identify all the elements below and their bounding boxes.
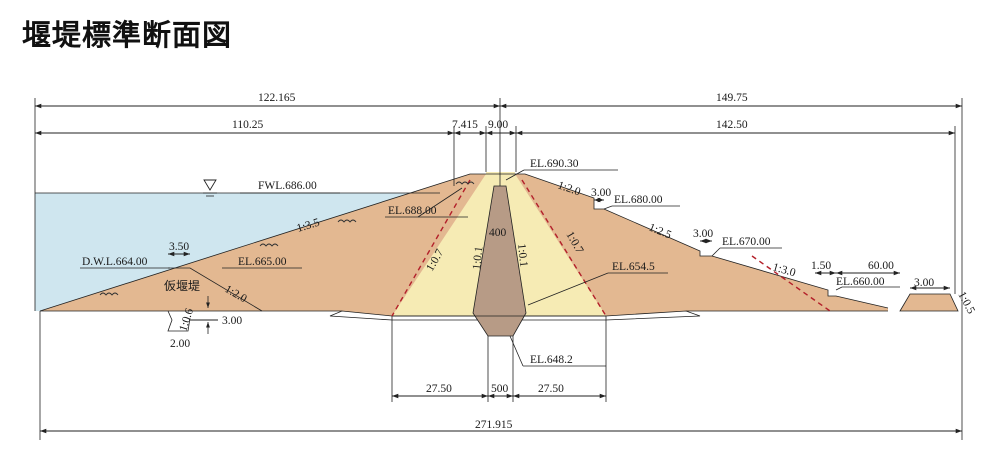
elev-crest: EL.690.30 — [530, 158, 579, 170]
leader-lines — [80, 169, 900, 367]
slope-toe: 1:0.5 — [955, 290, 977, 316]
dim-berm-660: 1.50 — [811, 260, 831, 272]
elev-cofferdam-top: EL.665.00 — [238, 256, 287, 268]
dim-cofferdam-berm: 3.50 — [169, 241, 189, 253]
cofferdam-outline — [168, 267, 263, 312]
dam-core — [473, 186, 526, 336]
dim-total: 271.915 — [475, 419, 513, 431]
page-title: 堰堤標準断面図 — [22, 18, 233, 52]
shell-boundary-down — [751, 255, 831, 312]
dim-second-left: 110.25 — [232, 119, 263, 131]
elev-fwl: FWL.686.00 — [258, 180, 317, 192]
dim-cofferdam-toe-h: 3.00 — [222, 315, 242, 327]
dim-cofferdam-toe-v: 2.00 — [170, 338, 190, 350]
cofferdam-toe — [167, 310, 191, 332]
dim-bottom-right: 27.50 — [538, 383, 564, 395]
toe-drain — [900, 294, 958, 311]
elev-filter-top: EL.688.00 — [388, 205, 437, 217]
toe-outline — [899, 293, 959, 312]
dim-berm-680: 3.00 — [591, 187, 611, 199]
cofferdam-label: 仮堰堤 — [164, 279, 200, 293]
slope-core-right: 1:0.1 — [515, 243, 529, 268]
extension-lines — [34, 98, 963, 440]
elev-core-base: EL.648.2 — [530, 354, 573, 366]
elev-core-face: EL.654.5 — [612, 261, 655, 273]
dim-top-left: 122.165 — [258, 92, 296, 104]
elev-dwl: D.W.L.664.00 — [82, 256, 148, 268]
dim-crest-offset: 7.415 — [452, 119, 478, 131]
dim-toe-length: 60.00 — [868, 260, 894, 272]
dim-toe-drain: 3.00 — [914, 277, 934, 289]
dim-bottom-left: 27.50 — [426, 383, 452, 395]
dam-crest — [486, 172, 515, 186]
elev-berm-660: EL.660.00 — [836, 276, 885, 288]
dim-bottom-core: 500 — [491, 383, 509, 395]
filter-boundary-left — [391, 179, 471, 317]
elev-berm-670: EL.670.00 — [722, 236, 771, 248]
elev-berm-680: EL.680.00 — [614, 194, 663, 206]
dim-crest-width: 9.00 — [488, 119, 508, 131]
slope-core-left: 1:0.1 — [471, 246, 485, 271]
dim-second-right: 142.50 — [716, 119, 748, 131]
shell-outline — [39, 173, 889, 312]
water-level-triangle-icon — [203, 179, 217, 197]
dim-core-top: 400 — [489, 227, 507, 239]
riprap-marks — [99, 181, 475, 296]
dim-berm-670: 3.00 — [693, 228, 713, 240]
dim-top-right: 149.75 — [716, 92, 748, 104]
